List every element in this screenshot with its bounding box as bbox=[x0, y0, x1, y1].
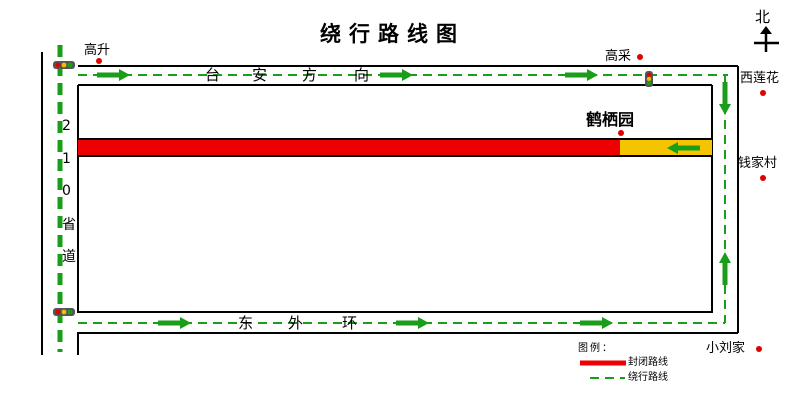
south-road-name-char: 东 bbox=[238, 314, 254, 332]
north-road-name-char: 方 bbox=[302, 66, 318, 84]
legend-detour-label: 绕行路线 bbox=[628, 372, 668, 383]
green-arrow-icon bbox=[396, 317, 429, 329]
north-road-name-char: 向 bbox=[354, 66, 370, 84]
west-road-name-char: 1 bbox=[62, 151, 71, 167]
place-label-heqiyuan: 鹤栖园 bbox=[586, 110, 635, 129]
green-arrow-icon bbox=[719, 82, 731, 115]
place-label-xilianhua: 西莲花 bbox=[740, 71, 780, 86]
north-road-name-char: 安 bbox=[252, 66, 268, 84]
detour-route bbox=[57, 45, 728, 379]
south-road-name-char: 外 bbox=[288, 314, 304, 332]
place-label-xiaoliujia: 小刘家 bbox=[706, 341, 746, 356]
west-road-name-char: 道 bbox=[62, 249, 76, 265]
green-arrow-icon bbox=[97, 69, 130, 81]
south-road-outer-edge bbox=[77, 332, 738, 355]
road-outlines bbox=[41, 52, 739, 355]
closed-road-entrance-segment bbox=[620, 140, 712, 155]
traffic-light-icon bbox=[645, 71, 653, 87]
place-label-qianjiacun: 钱家村 bbox=[738, 156, 778, 171]
location-dot-icon bbox=[756, 346, 762, 352]
closed-road-segment bbox=[78, 140, 620, 155]
west-road-name-char: 0 bbox=[62, 183, 71, 199]
map-title: 绕行路线图 bbox=[320, 22, 465, 46]
north-arrow-icon bbox=[754, 26, 779, 52]
compass-north-label: 北 bbox=[755, 8, 771, 26]
location-dot-icon bbox=[96, 58, 102, 64]
north-road-name-char: 台 bbox=[205, 66, 221, 84]
legend-title: 图例： bbox=[578, 343, 614, 354]
location-dot-icon bbox=[637, 54, 643, 60]
green-arrow-icon bbox=[380, 69, 413, 81]
location-dot-icon bbox=[760, 175, 766, 181]
green-arrow-icon bbox=[719, 252, 731, 285]
traffic-light-icon bbox=[53, 61, 75, 69]
green-arrow-icon bbox=[158, 317, 191, 329]
west-road-name-char: 省 bbox=[62, 217, 76, 233]
green-arrow-icon bbox=[565, 69, 598, 81]
place-label-gaocai: 高采 bbox=[605, 49, 632, 64]
location-dot-icon bbox=[618, 130, 624, 136]
green-arrow-icon bbox=[667, 142, 700, 154]
west-road-name-char: 2 bbox=[62, 118, 71, 134]
legend-closed-label: 封闭路线 bbox=[628, 357, 668, 368]
traffic-light-icon bbox=[53, 308, 75, 316]
location-dot-icon bbox=[760, 90, 766, 96]
place-label-gaosheng: 高升 bbox=[84, 43, 111, 58]
direction-arrows bbox=[97, 69, 731, 329]
inner-block-edge bbox=[77, 85, 713, 313]
green-arrow-icon bbox=[580, 317, 613, 329]
south-road-name-char: 环 bbox=[342, 314, 358, 332]
